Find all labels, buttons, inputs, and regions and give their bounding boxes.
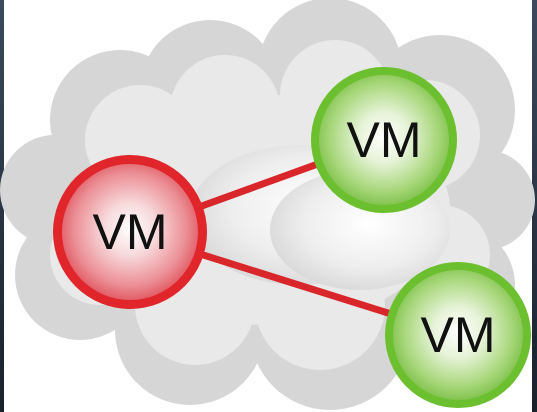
node-vm-green-top[interactable]: VM: [311, 67, 457, 213]
node-label: VM: [347, 112, 422, 168]
node-label: VM: [93, 204, 168, 260]
left-edge-strip: [0, 0, 4, 412]
node-vm-red[interactable]: VM: [53, 155, 207, 309]
node-vm-green-bottom[interactable]: VM: [385, 262, 531, 408]
node-label: VM: [421, 307, 496, 363]
